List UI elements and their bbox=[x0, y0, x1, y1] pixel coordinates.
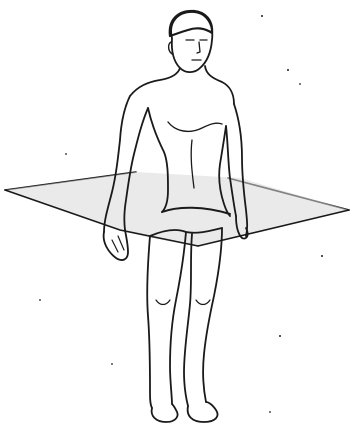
speck bbox=[279, 335, 281, 337]
hair bbox=[170, 11, 212, 36]
right-knee bbox=[196, 300, 210, 305]
speck bbox=[39, 299, 41, 301]
speck bbox=[287, 69, 289, 71]
left-knee bbox=[156, 300, 170, 305]
left-foot bbox=[152, 404, 178, 422]
left-hand bbox=[104, 230, 128, 260]
speck bbox=[65, 153, 67, 155]
right-leg-outer bbox=[203, 228, 222, 402]
neck-left bbox=[130, 68, 180, 96]
head-outline bbox=[171, 12, 212, 72]
right-foot bbox=[188, 402, 218, 422]
speck bbox=[261, 15, 263, 17]
neck-right bbox=[205, 66, 234, 104]
chest-line bbox=[168, 122, 222, 131]
nose-mouth bbox=[192, 42, 201, 60]
speck bbox=[321, 255, 323, 257]
left-leg-outer bbox=[147, 236, 152, 408]
speck bbox=[299, 83, 301, 85]
speck bbox=[269, 411, 271, 413]
left-hand-fingers bbox=[112, 236, 124, 252]
right-leg-inner bbox=[184, 234, 192, 406]
speck bbox=[111, 363, 113, 365]
